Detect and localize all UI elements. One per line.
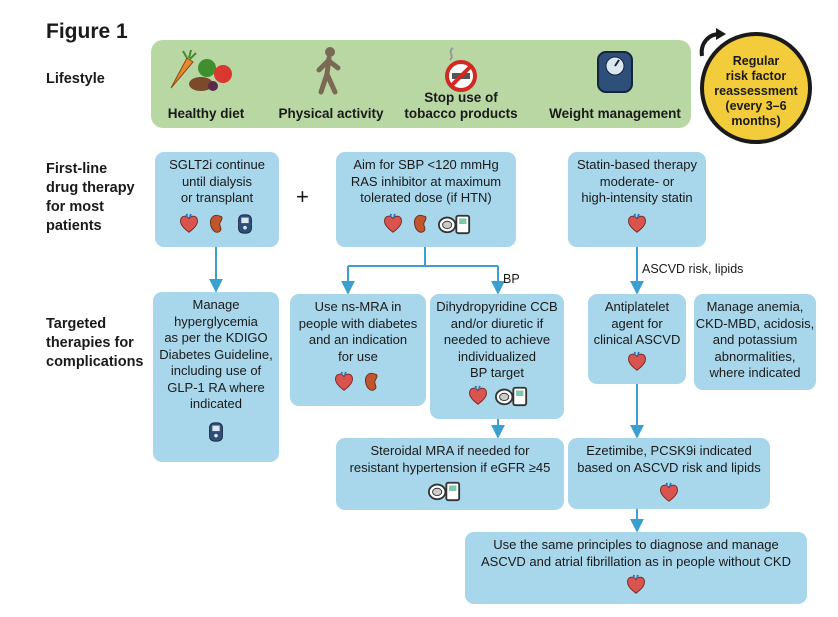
ccb-diuretic-box: Dihydropyridine CCB and/or diuretic if n… — [430, 294, 564, 419]
figure-title: Figure 1 — [46, 20, 128, 43]
heart-icon — [626, 213, 648, 235]
plus-sign: + — [296, 184, 309, 209]
same-principles-box: Use the same principles to diagnose and … — [465, 532, 807, 604]
lifestyle-band: Healthy diet Physical activity Stop use … — [151, 40, 691, 128]
lifestyle-activity-label: Physical activity — [278, 106, 384, 121]
anemia-ckd-mbd-text: Manage anemia, CKD-MBD, acidosis, and po… — [695, 299, 815, 380]
reassessment-badge: Regular risk factor reassessment (every … — [700, 32, 812, 144]
steroidal-mra-text: Steroidal MRA if needed for resistant hy… — [349, 443, 551, 475]
heart-icon — [467, 385, 489, 407]
row-label-first-line: First-line drug therapy for most patient… — [46, 161, 135, 234]
kidney-icon — [361, 371, 383, 393]
lifestyle-tobacco-label: Stop use of tobacco products — [404, 90, 518, 121]
statin-text: Statin-based therapy moderate- or high-i… — [577, 157, 697, 205]
cycle-arrow-icon — [699, 28, 726, 57]
scale-icon — [597, 51, 633, 93]
heart-icon — [626, 351, 648, 373]
row-label-lifestyle: Lifestyle — [46, 71, 105, 87]
heart-icon — [658, 482, 680, 504]
blood-pressure-monitor-icon — [428, 480, 461, 502]
blood-pressure-monitor-icon — [495, 385, 528, 407]
blood-pressure-monitor-icon — [438, 213, 471, 235]
ccb-diuretic-text: Dihydropyridine CCB and/or diuretic if n… — [436, 299, 558, 380]
sbp-ras-text: Aim for SBP <120 mmHg RAS inhibitor at m… — [350, 157, 502, 205]
kidney-icon — [410, 213, 432, 235]
glucometer-icon — [205, 421, 227, 443]
antiplatelet-box: Antiplatelet agent for clinical ASCVD — [588, 294, 686, 384]
ns-mra-box: Use ns-MRA in people with diabetes and a… — [290, 294, 426, 406]
lifestyle-diet-label: Healthy diet — [167, 106, 245, 121]
sbp-ras-box: Aim for SBP <120 mmHg RAS inhibitor at m… — [336, 152, 516, 247]
hyperglycemia-text: Manage hyperglycemia as per the KDIGO Di… — [159, 297, 273, 411]
anemia-ckd-mbd-box: Manage anemia, CKD-MBD, acidosis, and po… — [694, 294, 816, 390]
kidney-icon — [206, 213, 228, 235]
glucometer-icon — [234, 213, 256, 235]
ascvd-risk-label: ASCVD risk, lipids — [642, 262, 744, 276]
heart-icon — [178, 213, 200, 235]
antiplatelet-text: Antiplatelet agent for clinical ASCVD — [593, 299, 681, 347]
heart-icon — [625, 574, 647, 596]
heart-icon — [333, 371, 355, 393]
ns-mra-text: Use ns-MRA in people with diabetes and a… — [298, 299, 418, 364]
reassessment-text: Regular risk factor reassessment (every … — [714, 54, 798, 128]
hyperglycemia-box: Manage hyperglycemia as per the KDIGO Di… — [153, 292, 279, 462]
sglt2i-text: SGLT2i continue until dialysis or transp… — [169, 157, 265, 205]
heart-icon — [382, 213, 404, 235]
ezetimibe-box: Ezetimibe, PCSK9i indicated based on ASC… — [568, 438, 770, 509]
row-label-targeted: Targeted therapies for complications — [46, 316, 144, 370]
steroidal-mra-box: Steroidal MRA if needed for resistant hy… — [336, 438, 564, 510]
statin-box: Statin-based therapy moderate- or high-i… — [568, 152, 706, 247]
no-smoking-icon — [445, 47, 477, 92]
same-principles-text: Use the same principles to diagnose and … — [481, 537, 791, 569]
bp-label: BP — [503, 272, 520, 286]
walking-person-icon — [316, 47, 341, 95]
lifestyle-weight-label: Weight management — [549, 106, 681, 121]
healthy-food-icon — [170, 49, 232, 91]
sglt2i-box: SGLT2i continue until dialysis or transp… — [155, 152, 279, 247]
ezetimibe-text: Ezetimibe, PCSK9i indicated based on ASC… — [577, 443, 761, 475]
